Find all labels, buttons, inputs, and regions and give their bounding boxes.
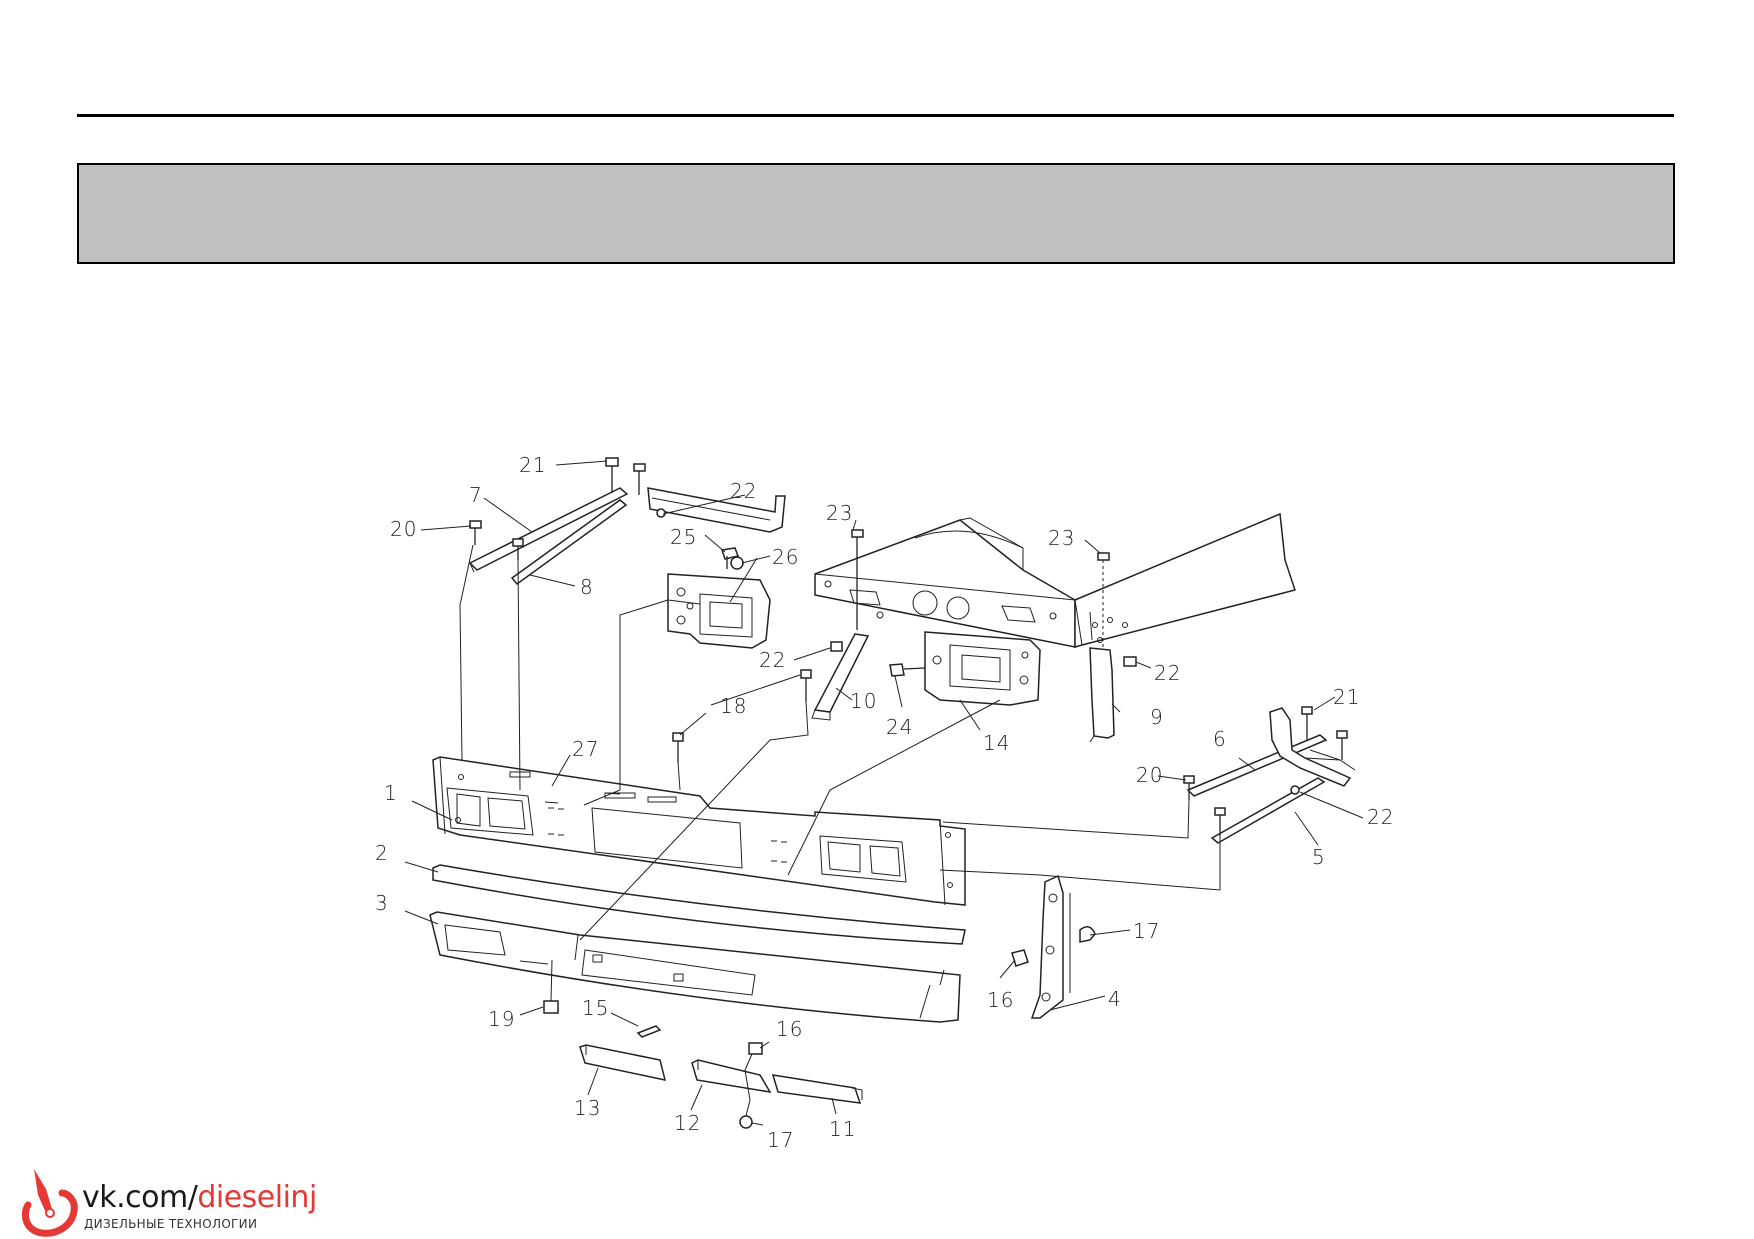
nut-22-right-lower: [1290, 785, 1300, 795]
title-band: [77, 163, 1675, 264]
callout-16-lower: 16: [776, 1017, 803, 1041]
callout-22-top: 22: [730, 479, 757, 503]
callouts: 1 2 3 4 5 6 7 8 9 10 11 12 13 14 15 16 1…: [375, 453, 1394, 1152]
callout-4: 4: [1108, 987, 1122, 1011]
callout-21-top: 21: [519, 453, 546, 477]
right-hook-bracket: [1269, 707, 1356, 787]
callout-22-center: 22: [759, 648, 786, 672]
bolt-right-5: [1214, 807, 1226, 836]
strut-10: [811, 633, 870, 721]
nut-22-center: [830, 641, 843, 652]
bolt-right-rear: [1336, 730, 1348, 760]
bolt-25: [721, 547, 740, 569]
bolt-18-upper: [800, 669, 812, 702]
callout-14: 14: [983, 731, 1010, 755]
callout-20-right: 20: [1136, 763, 1163, 787]
nut-22-right-upper: [1123, 656, 1137, 667]
part-1-bumper: [432, 756, 966, 906]
clip-15: [636, 1025, 662, 1038]
callout-13: 13: [574, 1096, 601, 1120]
watermark-path: dieselinj: [197, 1180, 317, 1215]
callout-22-right-upper: 22: [1154, 661, 1181, 685]
bolt-23-right: [1097, 552, 1110, 652]
callout-6: 6: [1213, 727, 1227, 751]
clip-17-right: [1079, 926, 1096, 943]
bolt-upper-8: [512, 538, 524, 560]
bolt-18-lower: [672, 732, 684, 762]
center-mount-bracket: [924, 631, 1041, 706]
part-5-bracket: [1210, 777, 1326, 844]
side-bracket-top: [647, 487, 786, 533]
callout-8: 8: [580, 575, 594, 599]
callout-12: 12: [674, 1111, 701, 1135]
callout-5: 5: [1312, 845, 1326, 869]
part-2-strip: [432, 864, 966, 945]
part-12-strip: [691, 1059, 772, 1093]
callout-25: 25: [670, 525, 697, 549]
callout-1: 1: [384, 781, 398, 805]
watermark-subtitle: ДИЗЕЛЬНЫЕ ТЕХНОЛОГИИ: [84, 1217, 258, 1231]
callout-22-right-lower: 22: [1367, 805, 1394, 829]
header-rule: [77, 114, 1674, 117]
callout-23-right: 23: [1048, 526, 1075, 550]
bolt-21-top: [605, 457, 619, 493]
callout-23-left: 23: [826, 501, 853, 525]
callout-11: 11: [829, 1117, 856, 1141]
callout-9: 9: [1150, 705, 1164, 729]
callout-21-right: 21: [1333, 685, 1360, 709]
assembly-lines: [459, 544, 1221, 1117]
dieselinj-logo-icon: [21, 1169, 78, 1237]
callout-27: 27: [572, 737, 599, 761]
part-3-valance: [429, 911, 961, 1023]
bolt-23-left: [851, 529, 864, 630]
part-11-strip: [771, 1074, 863, 1104]
clip-17-lower: [739, 1115, 753, 1129]
part-7-bracket: [468, 487, 629, 573]
part-8-bracket: [510, 499, 628, 586]
part-4-side-bracket: [1030, 874, 1071, 1019]
watermark-link[interactable]: vk.com/dieselinj: [82, 1180, 317, 1215]
callout-19: 19: [488, 1007, 515, 1031]
callout-24: 24: [886, 715, 913, 739]
left-mount-bracket: [667, 573, 771, 649]
callout-7: 7: [469, 483, 483, 507]
leader-lines: [404, 460, 1364, 1126]
callout-17-lower: 17: [767, 1128, 794, 1152]
bolt-20-left: [469, 520, 482, 545]
callout-26: 26: [772, 545, 799, 569]
callout-15: 15: [582, 996, 609, 1020]
nut-26: [730, 556, 744, 570]
callout-3: 3: [375, 891, 389, 915]
callout-16-right: 16: [987, 988, 1014, 1012]
clip-16-lower: [748, 1042, 763, 1055]
bolt-21-right: [1301, 706, 1313, 740]
clip-19: [543, 1000, 559, 1014]
bolt-top-2: [633, 463, 646, 495]
callout-20-left: 20: [390, 517, 417, 541]
callout-17-right: 17: [1133, 919, 1160, 943]
clip-16-right: [1011, 949, 1029, 967]
frame-rail-right: [1074, 512, 1296, 648]
callout-10: 10: [850, 689, 877, 713]
bolt-24: [889, 663, 926, 677]
part-13-strip: [579, 1044, 667, 1081]
callout-18: 18: [720, 694, 747, 718]
watermark-host: vk.com/: [82, 1180, 198, 1215]
callout-2: 2: [375, 841, 389, 865]
strut-9: [1089, 647, 1115, 743]
